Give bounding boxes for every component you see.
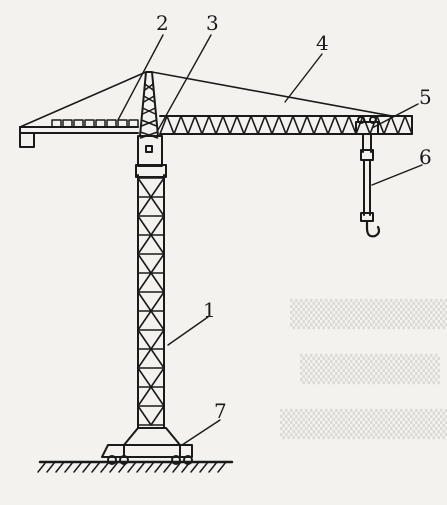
- label-1-tower-mast: 1: [203, 298, 216, 322]
- label-3-tower-head: 3: [206, 11, 219, 35]
- counter-jib: [19, 119, 139, 148]
- label-4-main-jib: 4: [316, 31, 329, 55]
- bleed-through-text: ▒▒▒▒▒▒▒▒▒: [280, 410, 447, 440]
- callout-labels: 2 3 4 5 6 1 7: [156, 11, 432, 423]
- bleed-through-text: ▒▒▒▒▒▒▒▒: [290, 300, 447, 330]
- tower-mast: [137, 174, 165, 429]
- main-jib: [159, 115, 413, 135]
- label-6-hook: 6: [419, 145, 432, 169]
- crane-base: [101, 427, 193, 465]
- label-7-base: 7: [214, 399, 227, 423]
- bleed-through-text: ▒▒▒▒▒▒▒: [300, 355, 440, 385]
- label-5-trolley: 5: [419, 85, 432, 109]
- label-2-counter-jib: 2: [156, 11, 169, 35]
- tower-head: [139, 71, 159, 139]
- ground: [37, 460, 234, 473]
- hook-block: [360, 133, 381, 238]
- trolley: [355, 116, 379, 135]
- callout-leaders: [117, 34, 423, 446]
- slewing-section: [135, 135, 167, 178]
- tie-ropes: [19, 71, 393, 128]
